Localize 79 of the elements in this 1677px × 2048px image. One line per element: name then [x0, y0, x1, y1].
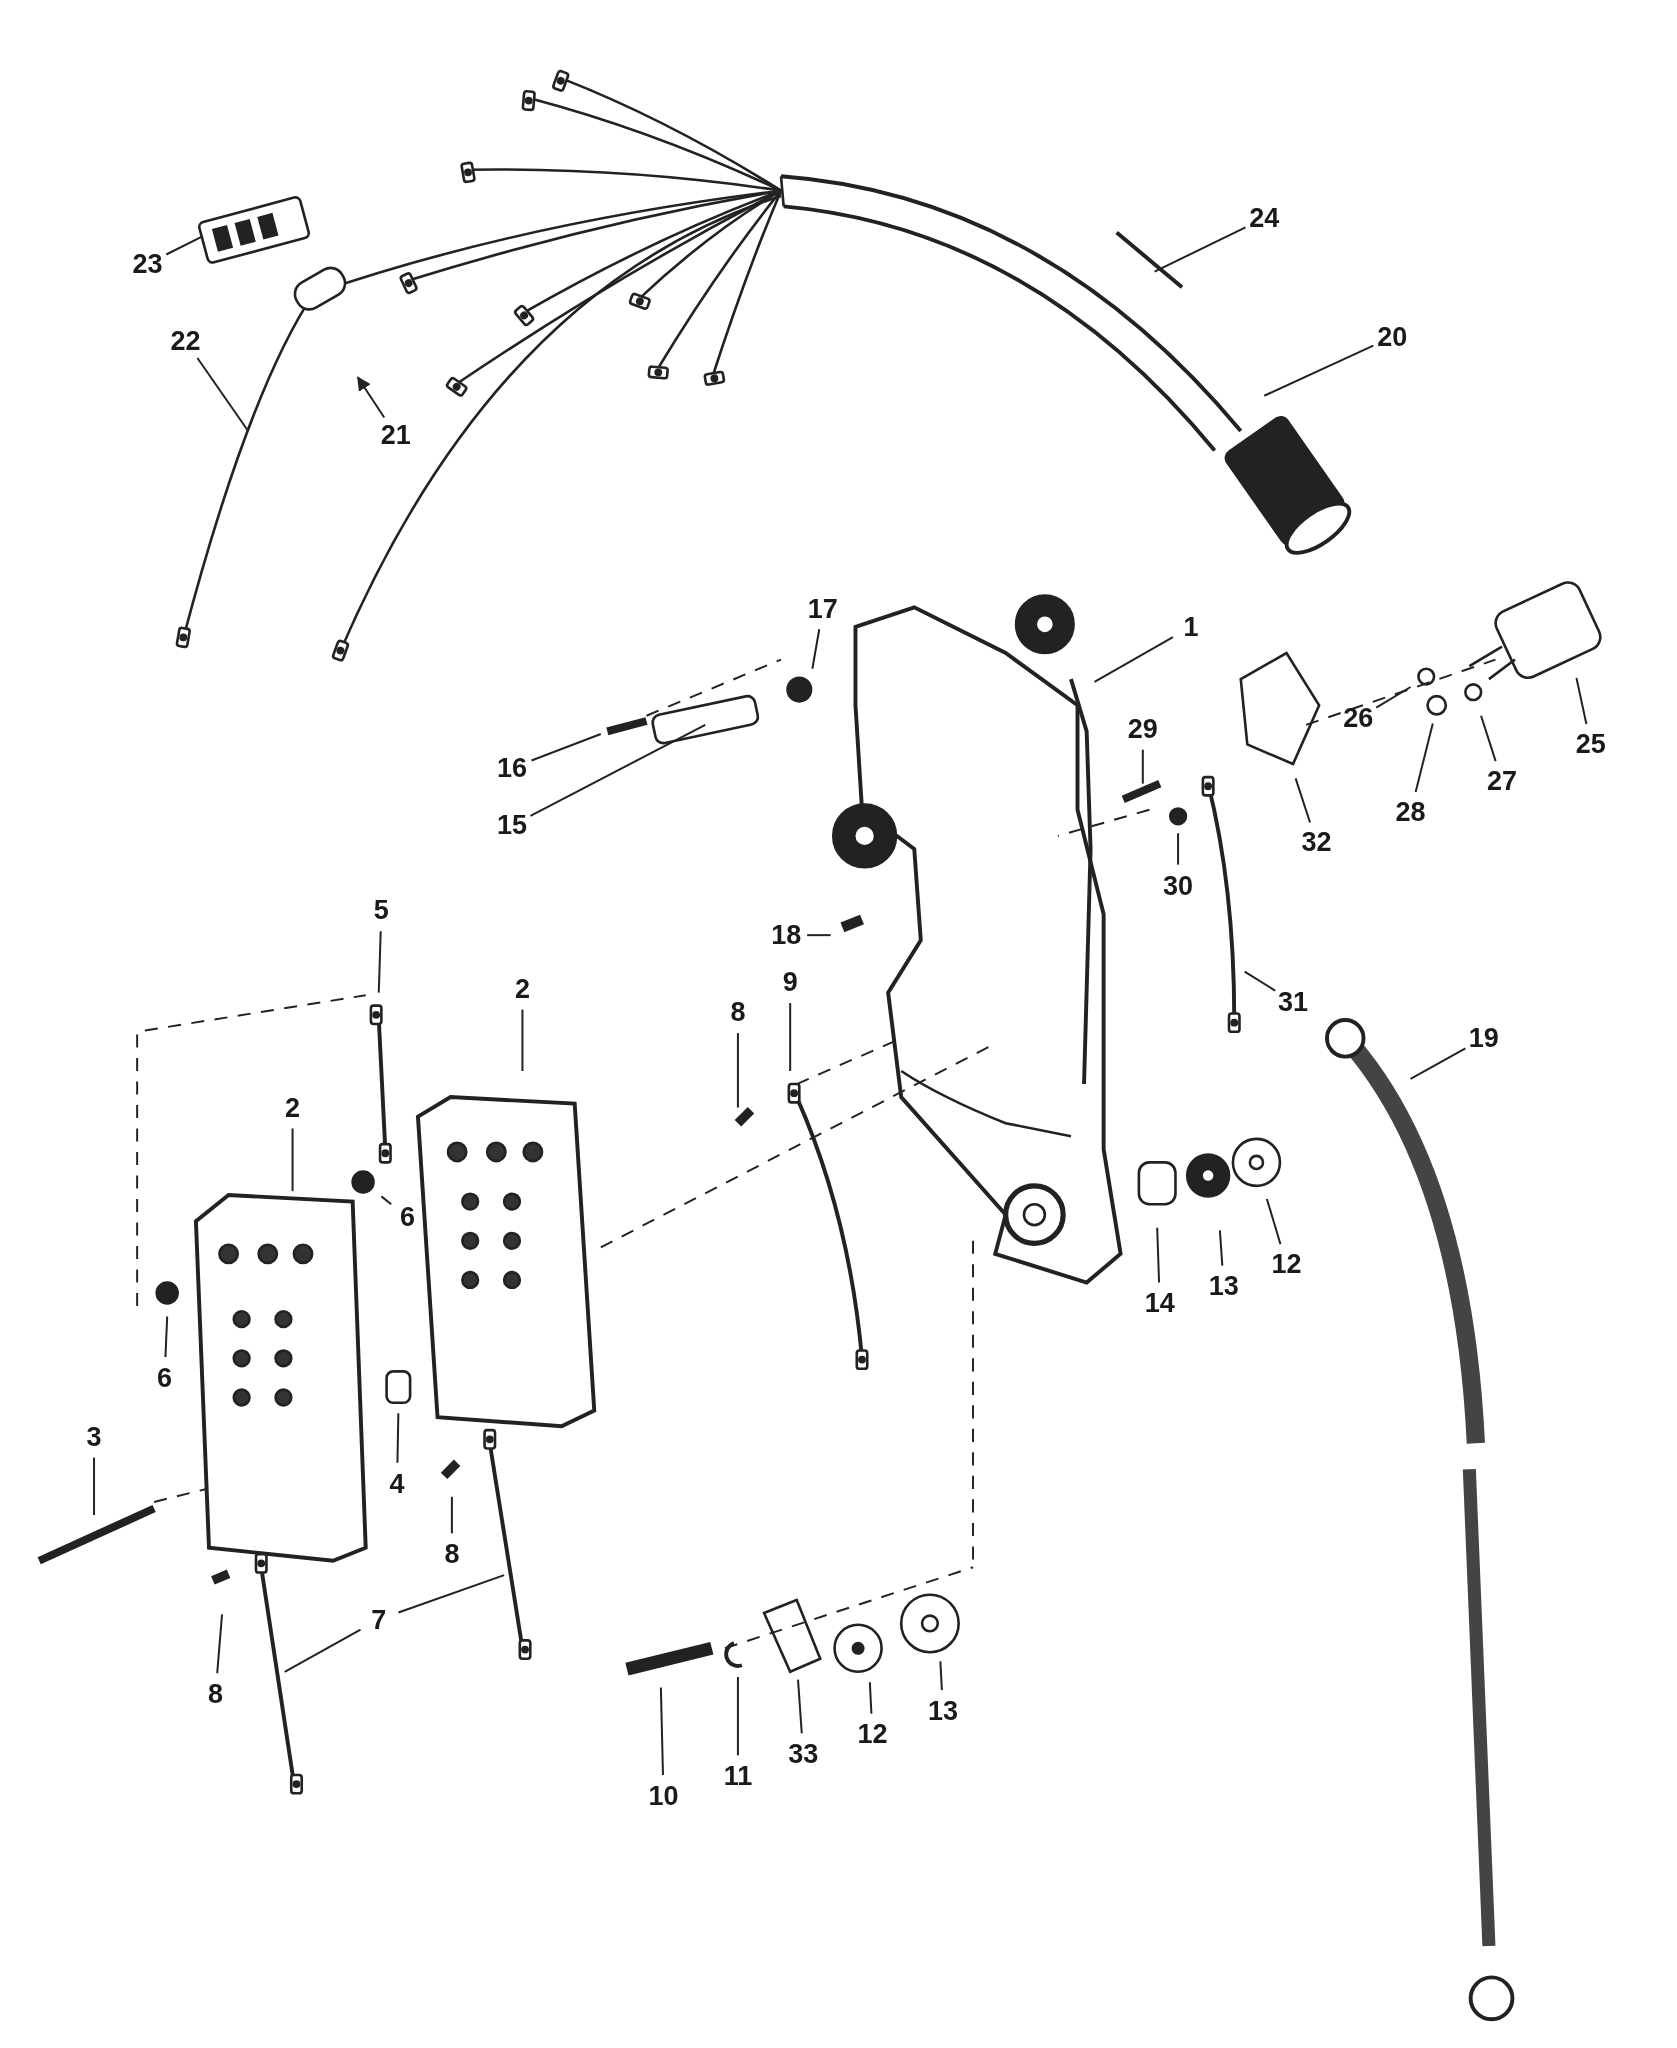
leader-line: [1375, 686, 1412, 709]
leader-line: [396, 1412, 400, 1464]
callout-number: 13: [927, 1697, 958, 1725]
callout-number: 14: [1144, 1289, 1175, 1317]
leader-line: [165, 235, 204, 256]
leader-line: [291, 1127, 294, 1193]
callout-number: 21: [380, 421, 411, 449]
leader-line: [216, 1613, 224, 1675]
leader-line: [1263, 344, 1375, 397]
leader-line: [1093, 636, 1174, 683]
callout-number: 19: [1468, 1024, 1499, 1052]
leader-line: [164, 1315, 169, 1359]
callout-number: 32: [1301, 828, 1332, 856]
callout-number: 3: [86, 1423, 102, 1451]
leader-line: [806, 934, 832, 937]
callout-number: 25: [1575, 730, 1606, 758]
callout-number: 33: [788, 1740, 819, 1768]
callout-number: 2: [285, 1094, 301, 1122]
leader-line: [377, 930, 382, 994]
callout-number: 31: [1278, 988, 1308, 1016]
leader-line: [939, 1660, 943, 1692]
callout-number: 18: [771, 921, 802, 949]
callout-number: 8: [208, 1680, 223, 1708]
leader-line: [283, 1628, 362, 1673]
callout-number: 2: [514, 975, 530, 1003]
callout-number: 7: [371, 1606, 387, 1634]
leader-line: [521, 1008, 524, 1072]
leader-line: [93, 1456, 96, 1517]
leader-line: [356, 376, 386, 419]
leader-line: [1294, 777, 1312, 824]
callout-number: 15: [496, 811, 527, 839]
callout-number: 17: [807, 595, 838, 623]
leader-line: [1575, 676, 1588, 726]
callout-number: 26: [1343, 704, 1374, 732]
leader-line: [1414, 722, 1434, 794]
callout-number: 24: [1249, 204, 1280, 232]
leader-line: [380, 1195, 393, 1206]
leader-line: [1153, 226, 1247, 273]
leader-line: [811, 628, 821, 670]
leader-line: [450, 1495, 453, 1535]
leader-line: [1177, 832, 1180, 866]
callout-number: 6: [399, 1203, 415, 1231]
leader-line: [659, 1686, 664, 1776]
leader-line: [1265, 1198, 1282, 1246]
leader-line: [1156, 1226, 1161, 1284]
callout-number: 22: [170, 327, 201, 355]
leader-line: [736, 1676, 739, 1757]
leader-line: [397, 1574, 506, 1614]
callout-number: 8: [730, 998, 746, 1026]
leader-line: [530, 733, 602, 762]
callout-number: 30: [1163, 872, 1194, 899]
callout-number: 29: [1127, 715, 1158, 743]
leader-line: [529, 723, 707, 817]
leader-line: [1480, 714, 1497, 763]
leader-line: [797, 1678, 803, 1735]
callout-number: 16: [496, 754, 527, 782]
callout-number: 5: [373, 896, 389, 924]
callout-number: 8: [444, 1540, 460, 1568]
leader-line: [789, 1002, 792, 1072]
callout-number: 27: [1486, 767, 1517, 795]
callout-number: 4: [389, 1470, 405, 1498]
callout-number: 28: [1395, 798, 1426, 826]
leader-line: [1243, 970, 1277, 992]
callout-number: 11: [723, 1762, 753, 1790]
callout-number: 12: [1271, 1250, 1302, 1278]
leader-line: [868, 1681, 873, 1715]
callout-number: 6: [157, 1364, 173, 1392]
callout-number: 1: [1183, 613, 1199, 641]
callout-number: 23: [132, 250, 163, 278]
callout-number: 10: [648, 1782, 679, 1810]
callout-number: 13: [1208, 1272, 1239, 1300]
callout-number: 20: [1377, 323, 1408, 351]
leader-line: [1218, 1229, 1224, 1267]
leader-line: [736, 1032, 739, 1109]
callout-number: 12: [857, 1720, 888, 1748]
leader-line: [1141, 748, 1144, 785]
leader-line: [196, 357, 250, 432]
callout-number: 9: [782, 968, 798, 996]
leader-line: [1409, 1047, 1467, 1080]
